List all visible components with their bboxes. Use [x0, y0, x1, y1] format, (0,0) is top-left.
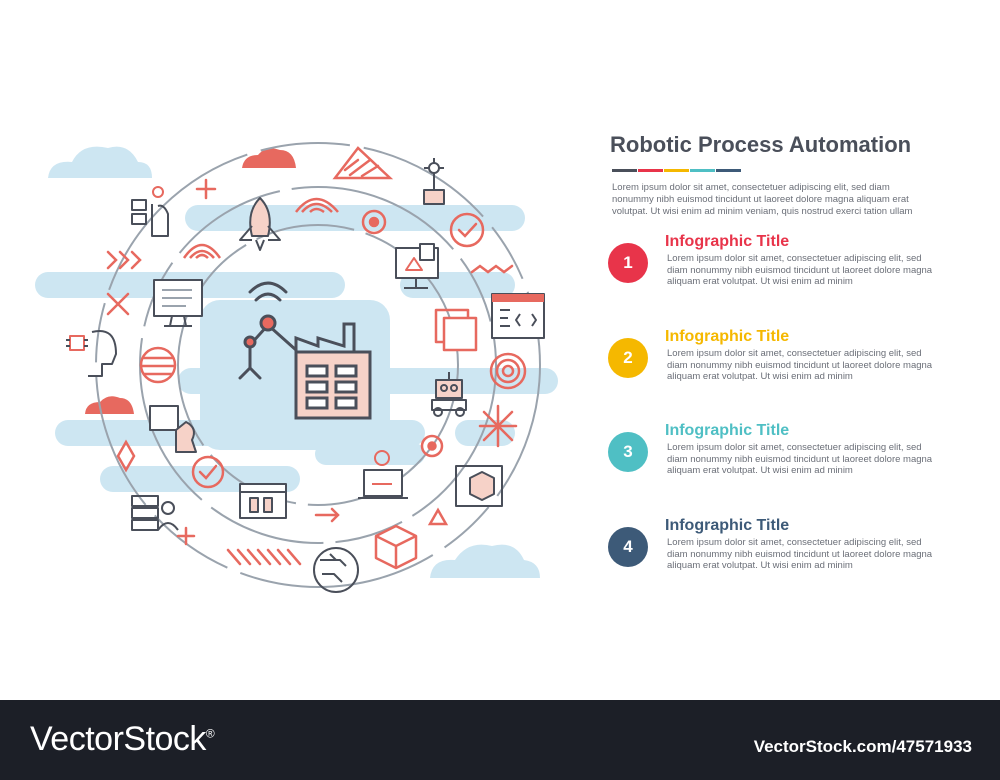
list-item-1: 1 Infographic Title Lorem ipsum dolor si… [608, 233, 980, 303]
registered-mark: ® [205, 726, 215, 741]
robot-icon [431, 372, 467, 417]
list-item-4: 4 Infographic Title Lorem ipsum dolor si… [608, 517, 980, 587]
cube-network-icon [455, 465, 503, 507]
item-title: Infographic Title [665, 517, 790, 534]
laptop-settings-icon [358, 450, 408, 499]
brand-logo: VectorStock® [30, 720, 215, 759]
page-title: Robotic Process Automation [610, 132, 912, 157]
image-id: VectorStock.com/47571933 [753, 737, 972, 756]
item-title: Infographic Title [665, 328, 790, 345]
code-window-icon [491, 293, 545, 339]
item-text: Lorem ipsum dolor sit amet, consectetuer… [667, 537, 933, 571]
rpa-illustration [35, 142, 558, 593]
color-bar-teal [690, 169, 715, 172]
presentation-icon [395, 243, 439, 289]
item-text: Lorem ipsum dolor sit amet, consectetuer… [667, 253, 933, 287]
intro-text: Lorem ipsum dolor sit amet, consectetuer… [612, 182, 913, 217]
color-bar-red [638, 169, 663, 172]
item-text: Lorem ipsum dolor sit amet, consectetuer… [667, 348, 933, 382]
cloud-icon [48, 146, 540, 578]
number-badge: 2 [608, 338, 648, 378]
robot-arm-factory-icon [238, 281, 372, 420]
watermark-footer: VectorStock® VectorStock.com/47571933 [0, 700, 1000, 780]
icons-outline [66, 158, 545, 593]
color-bar-yellow [664, 169, 689, 172]
server-support-icon [131, 495, 179, 531]
item-title: Infographic Title [665, 233, 790, 250]
hand-touch-icon [131, 186, 169, 237]
number-badge: 3 [608, 432, 648, 472]
number-badge: 4 [608, 527, 648, 567]
briefcase-circuit-icon [423, 158, 445, 205]
color-bars [612, 169, 742, 172]
color-bar-dark [612, 169, 637, 172]
info-panel: Robotic Process Automation Lorem ipsum d… [600, 120, 980, 600]
chess-strategy-icon [149, 405, 197, 453]
list-item-2: 2 Infographic Title Lorem ipsum dolor si… [608, 328, 980, 398]
decorative-shapes [106, 146, 518, 566]
copy-icon [434, 308, 478, 352]
ai-head-icon [66, 330, 117, 377]
brand-name: VectorStock [30, 720, 206, 758]
target-icon [139, 197, 527, 458]
rocket-icon [239, 197, 281, 251]
color-bar-navy [716, 169, 741, 172]
number-badge: 1 [608, 243, 648, 283]
list-item-3: 3 Infographic Title Lorem ipsum dolor si… [608, 422, 980, 492]
cloud-icon [85, 148, 296, 414]
item-title: Infographic Title [665, 422, 790, 439]
globe-circuit-icon [313, 547, 359, 593]
check-icon [191, 212, 485, 489]
app-window-icon [239, 483, 287, 519]
monitor-code-icon [153, 279, 203, 327]
item-text: Lorem ipsum dolor sit amet, consectetuer… [667, 442, 933, 476]
cube-icon [374, 524, 418, 570]
